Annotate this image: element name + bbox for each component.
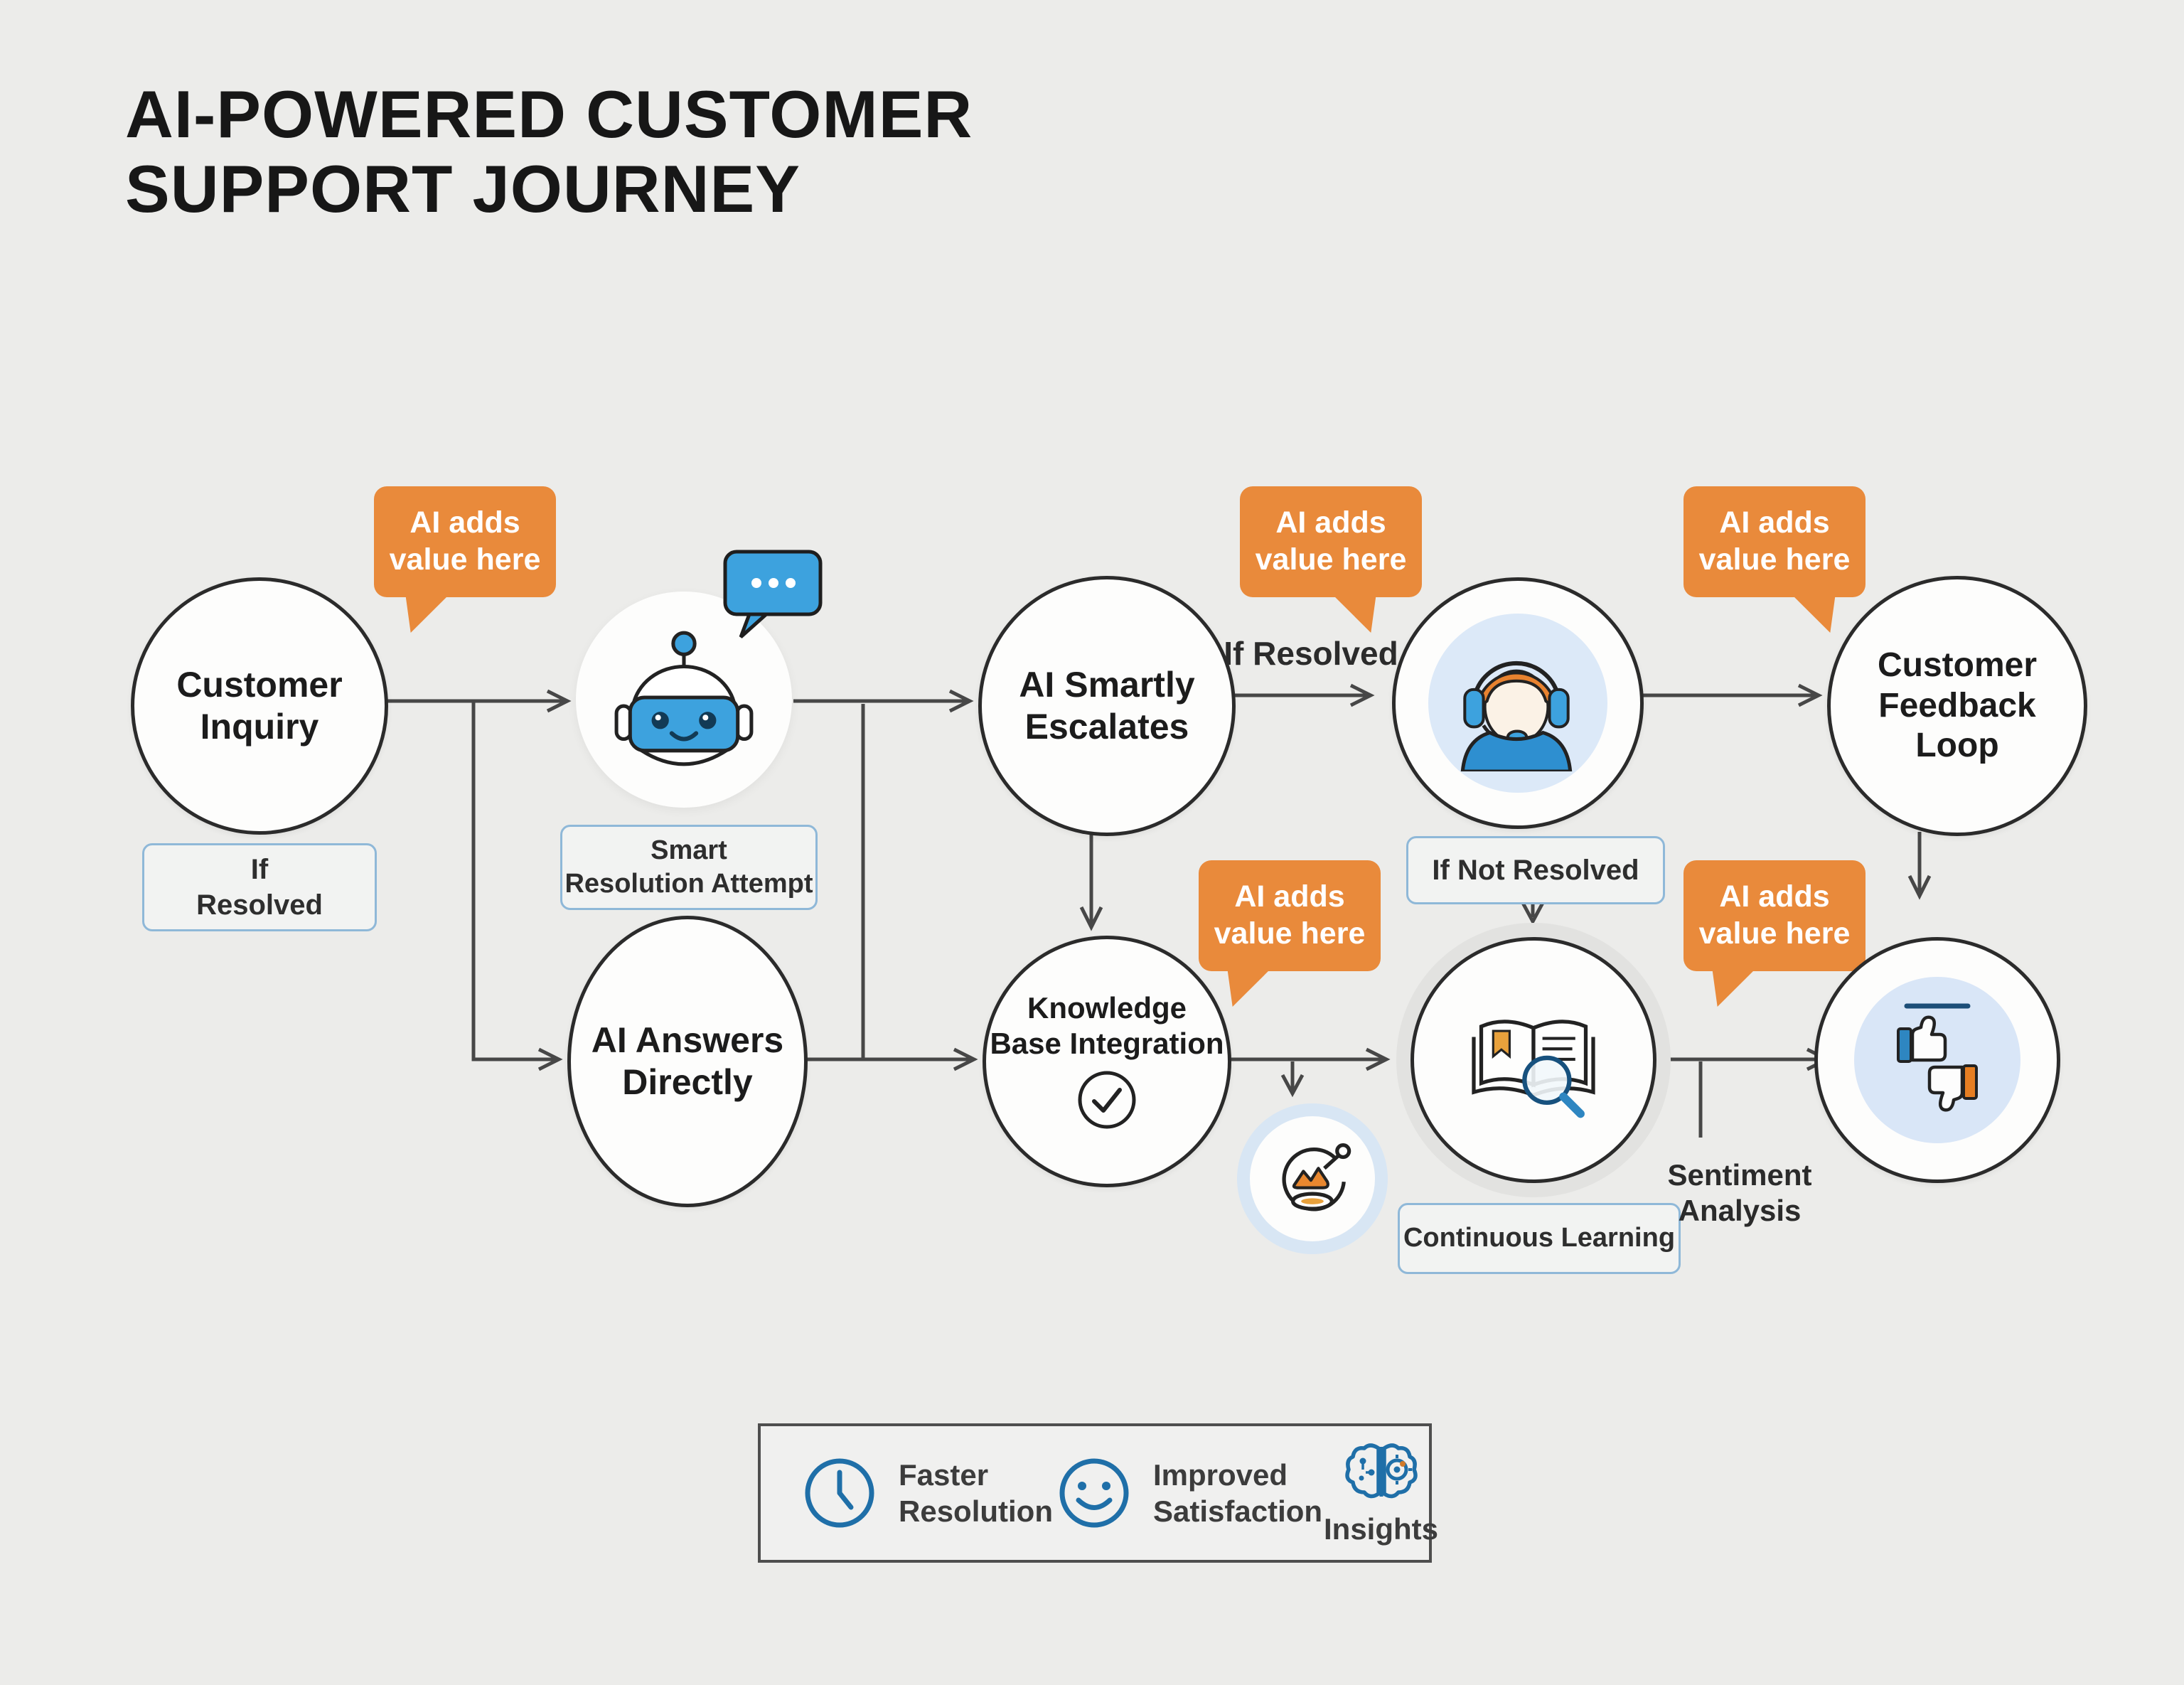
legend-item-faster-resolution: Faster Resolution <box>801 1454 1055 1532</box>
legend-label: Insights <box>1324 1512 1439 1546</box>
node-customer-feedback-loop: Customer Feedback Loop <box>1827 576 2087 836</box>
chat-bubble-icon <box>723 550 823 638</box>
node-customer-inquiry: Customer Inquiry <box>131 577 388 835</box>
node-continuous-learning <box>1410 937 1656 1183</box>
tag-if-not-resolved: If Not Resolved <box>1406 836 1665 904</box>
smiley-icon <box>1059 1458 1129 1528</box>
node-analytics-snapshot <box>1250 1116 1375 1241</box>
page-title: AI-POWERED CUSTOMER SUPPORT JOURNEY <box>125 77 973 227</box>
legend-item-insights: Insights <box>1324 1438 1438 1547</box>
support-agent-icon <box>1460 660 1573 771</box>
brain-icon <box>1344 1443 1418 1499</box>
legend-label: Faster Resolution <box>899 1457 1053 1528</box>
node-smart-resolution <box>576 592 792 808</box>
robot-icon <box>614 631 754 766</box>
tag-continuous-learning: Continuous Learning <box>1398 1203 1681 1274</box>
analytics-chart-icon <box>1282 1143 1351 1211</box>
clock-icon <box>805 1458 874 1528</box>
node-human-agent <box>1392 577 1644 829</box>
legend-item-improved-satisfaction: Improved Satisfaction <box>1055 1454 1324 1532</box>
legend-label: Improved Satisfaction <box>1153 1457 1323 1528</box>
node-feedback-rating <box>1814 937 2060 1183</box>
node-ai-answers-directly: AI Answers Directly <box>567 916 808 1207</box>
thumbs-up-down-icon <box>1897 1003 1978 1112</box>
legend-box: Faster Resolution Improved Satisfaction <box>758 1423 1438 1563</box>
label-if-resolved: If Resolved <box>1224 635 1398 672</box>
checkmark-icon <box>1078 1071 1136 1129</box>
book-search-icon <box>1472 1020 1595 1118</box>
node-ai-smartly-escalates: AI Smartly Escalates <box>978 576 1236 836</box>
